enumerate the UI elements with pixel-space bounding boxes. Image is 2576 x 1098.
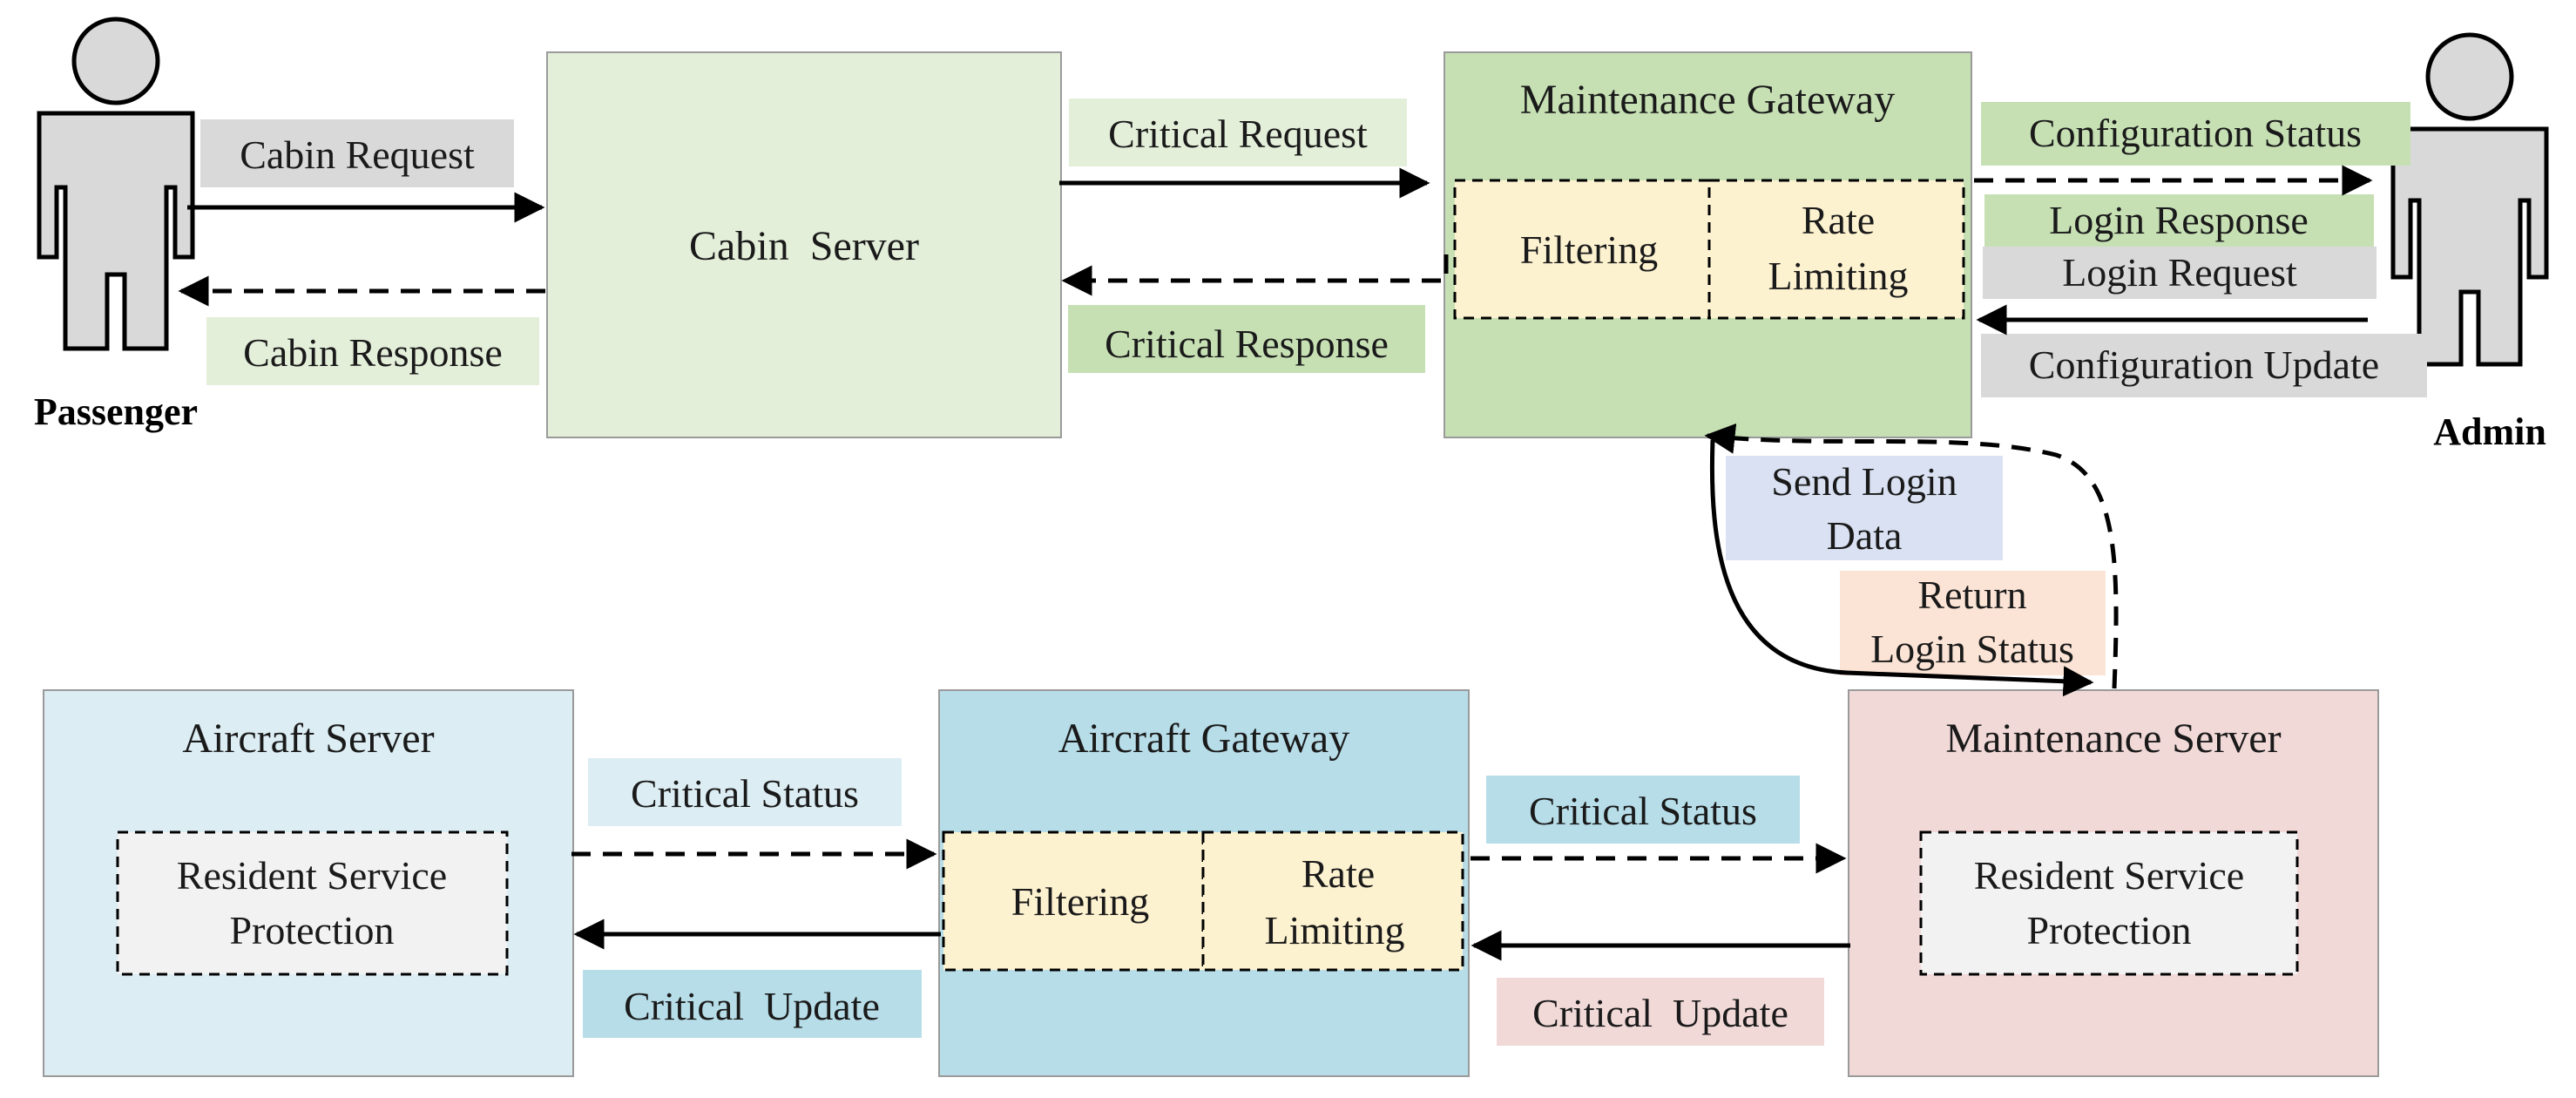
login-response-label-bg bbox=[1984, 194, 2374, 247]
critical-update-right-label-bg bbox=[1497, 978, 1824, 1046]
maintenance-gateway-title: Maintenance Gateway bbox=[1520, 77, 1895, 123]
configuration-update-label-bg bbox=[1981, 334, 2427, 397]
agw-rate-label: Rate bbox=[1302, 851, 1375, 896]
return-login-status-line1: Return bbox=[1917, 573, 2026, 617]
return-login-status-arrow bbox=[1704, 423, 2119, 689]
critical-response-arrow bbox=[1061, 254, 1449, 296]
agw-limiting-label: Limiting bbox=[1265, 908, 1405, 952]
mgw-filtering-label: Filtering bbox=[1520, 227, 1658, 272]
aircraft-server: Aircraft Server Resident Service Protect… bbox=[43, 689, 574, 1077]
login-request-label: Login Request bbox=[2062, 250, 2297, 295]
return-login-status-label-bg bbox=[1840, 571, 2106, 675]
maintenance-server-title: Maintenance Server bbox=[1945, 715, 2281, 762]
ms-protection-line1: Resident Service bbox=[1974, 853, 2244, 898]
critical-status-left-label-bg bbox=[588, 758, 902, 826]
critical-status-left-label: Critical Status bbox=[631, 771, 859, 816]
ms-protection-line2: Protection bbox=[2026, 908, 2191, 952]
configuration-status-label: Configuration Status bbox=[2029, 111, 2362, 155]
cabin-server: Cabin Server bbox=[546, 51, 1062, 438]
agw-rate-limiting-box bbox=[1201, 830, 1464, 972]
critical-response-label: Critical Response bbox=[1105, 322, 1389, 366]
mgw-rate-label: Rate bbox=[1802, 198, 1875, 242]
passenger-icon bbox=[37, 17, 195, 351]
login-response-label: Login Response bbox=[2049, 198, 2309, 242]
send-login-data-arrow bbox=[1709, 439, 2094, 697]
send-login-data-line2: Data bbox=[1827, 513, 1903, 558]
maintenance-server: Maintenance Server Resident Service Prot… bbox=[1848, 689, 2379, 1077]
configuration-update-label: Configuration Update bbox=[2029, 342, 2379, 387]
maintenance-gateway: Maintenance Gateway Filtering Rate Limit… bbox=[1444, 51, 1972, 438]
send-login-data-label-bg bbox=[1726, 456, 2003, 560]
critical-update-left-label-bg bbox=[583, 970, 922, 1038]
critical-update-left-label: Critical Update bbox=[624, 984, 880, 1028]
passenger-label: Passenger bbox=[34, 390, 198, 433]
cabin-request-label: Cabin Request bbox=[240, 132, 475, 177]
critical-update-right-label: Critical Update bbox=[1532, 991, 1788, 1035]
agw-filtering-label: Filtering bbox=[1011, 879, 1149, 924]
critical-request-label-bg bbox=[1069, 98, 1407, 166]
mgw-limiting-label: Limiting bbox=[1768, 254, 1909, 298]
as-protection-line1: Resident Service bbox=[177, 853, 447, 898]
return-login-status-line2: Login Status bbox=[1870, 627, 2074, 671]
critical-status-right-label: Critical Status bbox=[1529, 789, 1757, 833]
agw-filtering-box bbox=[942, 830, 1205, 972]
aircraft-server-title: Aircraft Server bbox=[182, 715, 434, 762]
cabin-response-label: Cabin Response bbox=[243, 330, 503, 375]
ms-protection-box bbox=[1919, 830, 2299, 976]
critical-response-label-bg bbox=[1068, 305, 1425, 373]
admin-icon bbox=[2390, 32, 2549, 367]
configuration-status-label-bg bbox=[1981, 102, 2410, 166]
aircraft-gateway-title: Aircraft Gateway bbox=[1058, 715, 1349, 762]
as-protection-line2: Protection bbox=[229, 908, 394, 952]
as-protection-box bbox=[116, 830, 509, 976]
critical-status-right-label-bg bbox=[1486, 776, 1800, 844]
send-login-data-line1: Send Login bbox=[1771, 459, 1957, 504]
mgw-filtering-box bbox=[1453, 179, 1711, 320]
cabin-request-label-bg bbox=[200, 119, 514, 187]
admin-label: Admin bbox=[2433, 410, 2546, 453]
cabin-response-label-bg bbox=[206, 317, 539, 385]
login-request-label-bg bbox=[1983, 247, 2377, 299]
critical-request-label: Critical Request bbox=[1108, 112, 1368, 156]
mgw-rate-limiting-box bbox=[1707, 179, 1965, 320]
cabin-server-title: Cabin Server bbox=[689, 223, 919, 269]
aircraft-gateway: Aircraft Gateway Filtering Rate Limiting bbox=[938, 689, 1470, 1077]
